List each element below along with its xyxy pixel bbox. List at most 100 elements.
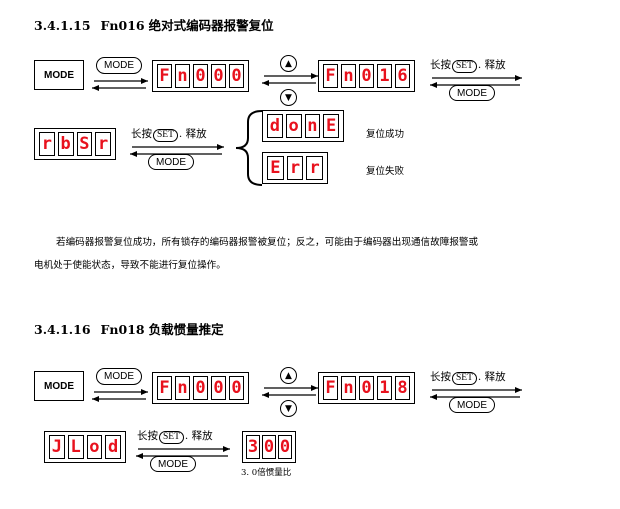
display-digit: o	[86, 435, 103, 459]
display-digit: n	[341, 64, 356, 88]
release-text: . 释放	[178, 128, 207, 140]
display-digit: n	[304, 114, 321, 138]
display-err: E r r	[262, 152, 328, 184]
display-digit: L	[67, 435, 84, 459]
display-digit: 0	[229, 376, 244, 400]
up-arrow-icon[interactable]: ▲	[280, 367, 297, 384]
set-key[interactable]: SET	[452, 60, 477, 73]
display-digit: J	[49, 435, 65, 459]
display-rbsr: r b S r	[34, 128, 116, 160]
display-digit: F	[323, 64, 338, 88]
display-digit: n	[175, 376, 190, 400]
mode-pill-label: MODE	[158, 458, 188, 470]
bidirectional-arrow-icon	[92, 78, 148, 91]
inertia-ratio-label: 3. 0倍惯量比	[241, 468, 292, 478]
bidirectional-arrow-icon	[262, 73, 318, 86]
display-fn018: F n 0 1 8	[318, 372, 415, 404]
display-digit: r	[306, 156, 324, 180]
display-digit: E	[323, 114, 339, 138]
display-digit: 3	[246, 435, 260, 459]
heading-number: 3.4.1.16	[34, 322, 91, 337]
display-digit: n	[341, 376, 356, 400]
bidirectional-arrow-icon	[262, 385, 318, 398]
mode-key[interactable]: MODE	[34, 371, 84, 401]
display-digit: 0	[229, 64, 244, 88]
long-press-text: 长按	[430, 371, 451, 383]
mode-key[interactable]: MODE	[34, 60, 84, 90]
heading-code: Fn016	[100, 18, 145, 33]
paragraph-line: 若编码器报警复位成功，所有锁存的编码器报警被复位；反之，可能由于编码器出现通信故…	[56, 237, 479, 248]
display-digit: 0	[278, 435, 292, 459]
display-digit: 0	[193, 376, 208, 400]
display-digit: 8	[395, 376, 410, 400]
display-digit: b	[57, 132, 74, 156]
display-digit: d	[105, 435, 121, 459]
down-arrow-icon[interactable]: ▼	[280, 400, 297, 417]
long-press-text: 长按	[131, 128, 152, 140]
heading-title: 负载惯量推定	[148, 322, 224, 337]
mode-key-label: MODE	[44, 69, 74, 81]
release-text: . 释放	[184, 430, 213, 442]
down-arrow-icon[interactable]: ▼	[280, 89, 297, 106]
display-digit: n	[175, 64, 190, 88]
display-digit: 6	[395, 64, 410, 88]
mode-pill[interactable]: MODE	[96, 368, 142, 385]
display-digit: 1	[377, 64, 392, 88]
display-digit: 0	[262, 435, 276, 459]
display-digit: 1	[377, 376, 392, 400]
up-arrow-icon[interactable]: ▲	[280, 55, 297, 72]
set-key[interactable]: SET	[159, 431, 184, 444]
display-fn000: F n 0 0 0	[152, 372, 249, 404]
mode-pill-label: MODE	[457, 87, 487, 99]
display-fn016: F n 0 1 6	[318, 60, 415, 92]
mode-pill-label: MODE	[104, 60, 134, 71]
display-digit: 0	[193, 64, 208, 88]
paragraph-line: 电机处于使能状态，导致不能进行复位操作。	[34, 260, 226, 271]
display-digit: F	[323, 376, 338, 400]
display-digit: r	[95, 132, 111, 156]
mode-pill-label: MODE	[104, 371, 134, 382]
display-digit: F	[157, 64, 172, 88]
display-digit: r	[286, 156, 304, 180]
display-fn000: F n 0 0 0	[152, 60, 249, 92]
heading-code: Fn018	[100, 322, 145, 337]
mode-pill[interactable]: MODE	[449, 397, 495, 413]
heading-number: 3.4.1.15	[34, 18, 91, 33]
mode-pill[interactable]: MODE	[148, 154, 194, 170]
mode-key-label: MODE	[44, 380, 74, 392]
bidirectional-arrow-icon	[92, 389, 148, 402]
display-300: 3 0 0	[242, 431, 296, 463]
long-press-text: 长按	[137, 430, 158, 442]
display-digit: 0	[211, 376, 226, 400]
mode-pill[interactable]: MODE	[449, 85, 495, 101]
display-digit: d	[267, 114, 283, 138]
reset-fail-label: 复位失败	[366, 166, 405, 177]
display-digit: o	[285, 114, 302, 138]
display-digit: F	[157, 376, 172, 400]
display-digit: 0	[359, 376, 374, 400]
display-digit: S	[76, 132, 93, 156]
mode-pill[interactable]: MODE	[150, 456, 196, 472]
mode-pill[interactable]: MODE	[96, 57, 142, 74]
set-key[interactable]: SET	[452, 372, 477, 385]
mode-pill-label: MODE	[457, 399, 487, 411]
set-key[interactable]: SET	[153, 129, 178, 142]
display-jlod: J L o d	[44, 431, 126, 463]
display-digit: 0	[359, 64, 374, 88]
reset-success-label: 复位成功	[366, 129, 405, 140]
display-digit: r	[39, 132, 55, 156]
mode-pill-label: MODE	[156, 156, 186, 168]
release-text: . 释放	[477, 371, 506, 383]
brace-icon	[235, 110, 263, 186]
display-digit: E	[267, 156, 284, 180]
display-digit: 0	[211, 64, 226, 88]
display-done: d o n E	[262, 110, 344, 142]
heading-title: 绝对式编码器报警复位	[148, 18, 274, 33]
release-text: . 释放	[477, 59, 506, 71]
